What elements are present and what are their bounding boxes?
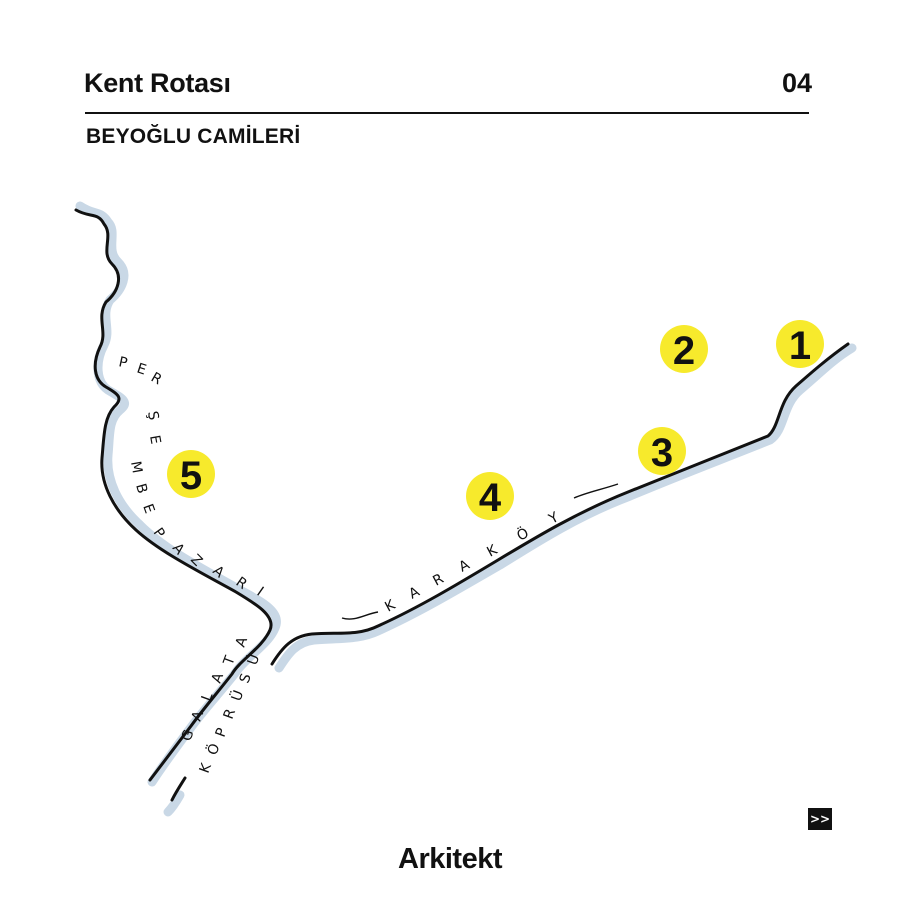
header-divider — [85, 112, 809, 114]
next-page-button[interactable]: >> — [808, 808, 832, 830]
svg-text:E: E — [135, 361, 148, 379]
page-title: Kent Rotası — [84, 68, 231, 98]
svg-text:G: G — [179, 728, 198, 744]
svg-text:B: B — [132, 482, 150, 495]
svg-text:S: S — [237, 671, 255, 685]
brand-logo: Arkitekt — [398, 843, 503, 875]
svg-text:R: R — [430, 571, 446, 590]
svg-text:R: R — [221, 706, 239, 721]
marker-5[interactable]: 5 — [167, 450, 215, 498]
marker-5-label: 5 — [180, 454, 202, 498]
svg-text:K: K — [382, 597, 398, 616]
marker-2-label: 2 — [673, 329, 695, 373]
marker-4-label: 4 — [479, 476, 502, 520]
svg-text:A: A — [209, 670, 227, 685]
svg-text:K: K — [197, 760, 215, 775]
svg-text:T: T — [220, 653, 238, 668]
marker-3[interactable]: 3 — [638, 427, 686, 475]
svg-text:A: A — [233, 634, 251, 649]
svg-text:Ö: Ö — [203, 741, 224, 758]
shoreline-shadow — [75, 201, 857, 817]
svg-text:Ş: Ş — [144, 410, 161, 422]
svg-text:M: M — [127, 460, 145, 475]
marker-4[interactable]: 4 — [466, 472, 514, 520]
svg-text:K: K — [484, 542, 500, 561]
svg-text:R: R — [148, 370, 165, 389]
route-subtitle: BEYOĞLU CAMİLERİ — [86, 125, 301, 148]
svg-text:A: A — [406, 584, 422, 603]
svg-text:Ü: Ü — [227, 688, 247, 704]
double-chevron-right-icon: >> — [809, 812, 831, 826]
route-number: 04 — [781, 68, 812, 98]
svg-text:A: A — [456, 557, 472, 576]
svg-text:E: E — [139, 502, 157, 516]
marker-3-label: 3 — [651, 431, 673, 475]
svg-text:P: P — [213, 726, 231, 739]
marker-1[interactable]: 1 — [776, 320, 824, 368]
coastline — [74, 208, 850, 802]
marker-1-label: 1 — [789, 324, 811, 368]
svg-text:E: E — [146, 434, 163, 446]
svg-text:P: P — [117, 354, 129, 371]
marker-2[interactable]: 2 — [660, 325, 708, 373]
street-label-galata-bridge: G A L A T A K Ö P R Ü S Ü — [179, 634, 264, 775]
